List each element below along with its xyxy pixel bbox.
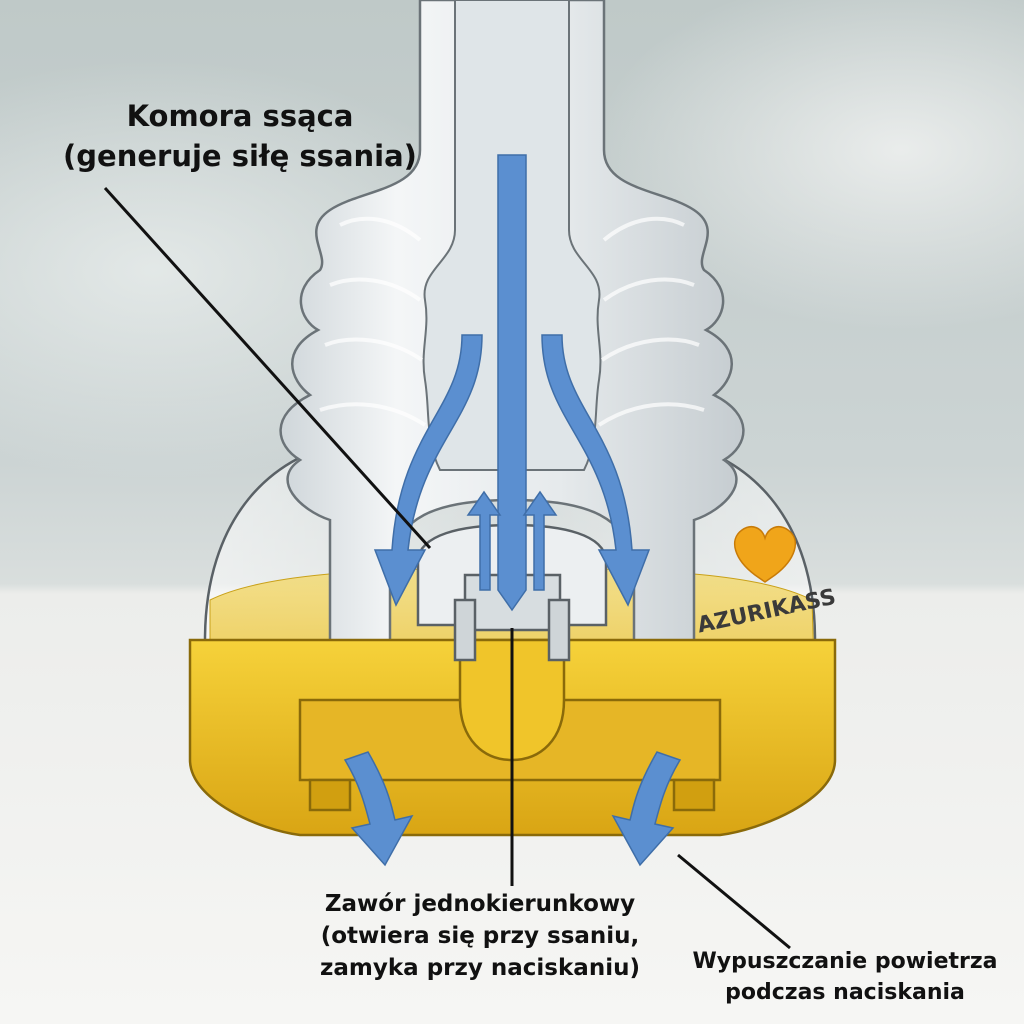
label-line: zamyka przy naciskaniu) — [320, 955, 640, 981]
arrow-release-right-icon — [611, 751, 682, 867]
heart-icon — [733, 526, 797, 583]
label-line: (generuje siłę ssania) — [63, 139, 417, 173]
label-one-way-valve: Zawór jednokierunkowy (otwiera się przy … — [275, 888, 685, 984]
leader-release — [677, 853, 791, 950]
leader-chamber — [103, 186, 432, 550]
arrow-down-icon — [497, 154, 527, 612]
label-line: Zawór jednokierunkowy — [324, 891, 636, 917]
label-line: Wypuszczanie powietrza — [692, 949, 998, 974]
label-line: Komora ssąca — [126, 99, 354, 133]
label-line: (otwiera się przy ssaniu, — [320, 923, 640, 949]
flow-arrows — [343, 154, 682, 867]
arrow-up-right-icon — [522, 490, 558, 591]
arrow-curve-right-icon — [541, 334, 651, 607]
label-air-release: Wypuszczanie powietrza podczas naciskani… — [670, 946, 1020, 1008]
leader-lines — [103, 186, 791, 950]
label-suction-chamber: Komora ssąca (generuje siłę ssania) — [40, 96, 440, 176]
arrow-up-left-icon — [466, 490, 502, 591]
arrow-curve-left-icon — [373, 334, 483, 607]
arrow-release-left-icon — [343, 751, 414, 867]
label-line: podczas naciskania — [725, 980, 965, 1005]
